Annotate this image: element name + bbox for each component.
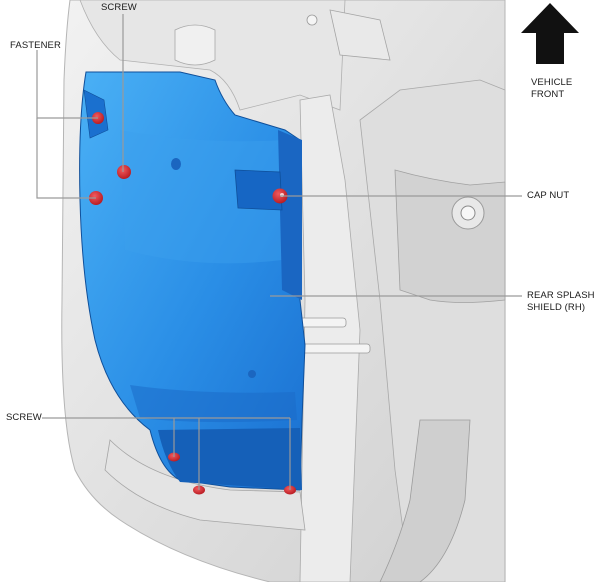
label-cap-nut: CAP NUT — [527, 190, 570, 201]
label-screw-top: SCREW — [101, 2, 137, 13]
leader-fastener-2 — [36, 118, 96, 199]
label-fastener: FASTENER — [10, 40, 61, 51]
label-vehicle-front-1: VEHICLE — [531, 77, 573, 88]
label-screw-bottom: SCREW — [6, 412, 42, 423]
label-vehicle-front-2: FRONT — [531, 89, 565, 100]
leader-lines — [36, 14, 522, 490]
screw-upper — [117, 165, 131, 179]
rear-splash-shield — [79, 71, 306, 491]
arrow-up-icon — [521, 3, 579, 64]
label-splash-shield-2: SHIELD (RH) — [527, 302, 586, 313]
label-splash-shield-1: REAR SPLASH — [527, 290, 595, 301]
